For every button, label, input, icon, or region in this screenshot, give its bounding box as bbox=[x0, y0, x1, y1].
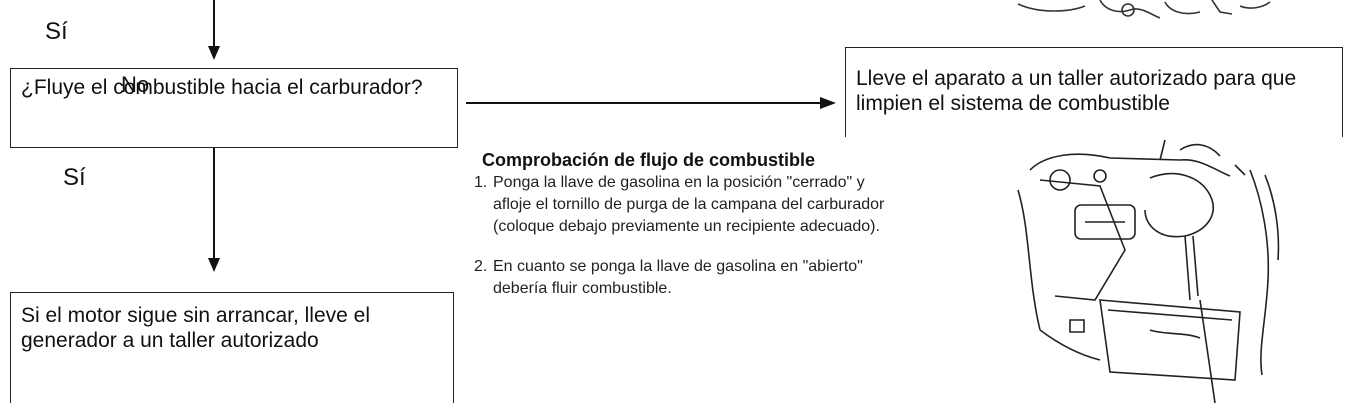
arrow-down-top bbox=[208, 0, 220, 60]
final-note-text: Si el motor sigue sin arrancar, lleve el… bbox=[21, 304, 370, 352]
step-number: 1. bbox=[474, 174, 488, 191]
arrow-right-no bbox=[466, 97, 836, 109]
step-number: 2. bbox=[474, 258, 488, 275]
arrow-down-yes bbox=[208, 148, 220, 272]
fuel-check-step-1: 1. Ponga la llave de gasolina en la posi… bbox=[474, 172, 994, 242]
decision-question: ¿Fluye el combustible hacia el carburado… bbox=[21, 76, 423, 99]
decision-box-fuel-flow: ¿Fluye el combustible hacia el carburado… bbox=[10, 68, 458, 148]
final-note-box: Si el motor sigue sin arrancar, lleve el… bbox=[10, 292, 454, 403]
step-text: Ponga la llave de gasolina en la posició… bbox=[493, 174, 885, 235]
workshop-note-text: Lleve el aparato a un taller autorizado … bbox=[856, 67, 1297, 115]
engine-sketch-top-illustration bbox=[1017, 0, 1271, 19]
step-text: En cuanto se ponga la llave de gasolina … bbox=[493, 258, 863, 297]
workshop-note-box: Lleve el aparato a un taller autorizado … bbox=[845, 47, 1343, 137]
yes-label-top: Sí bbox=[45, 18, 68, 45]
yes-label-bottom: Sí bbox=[63, 164, 86, 191]
fuel-check-title: Comprobación de flujo de combustible bbox=[482, 150, 816, 170]
fuel-check-step-2: 2. En cuanto se ponga la llave de gasoli… bbox=[474, 256, 994, 304]
no-label: No bbox=[121, 72, 150, 97]
carburetor-drain-illustration bbox=[1017, 139, 1280, 403]
